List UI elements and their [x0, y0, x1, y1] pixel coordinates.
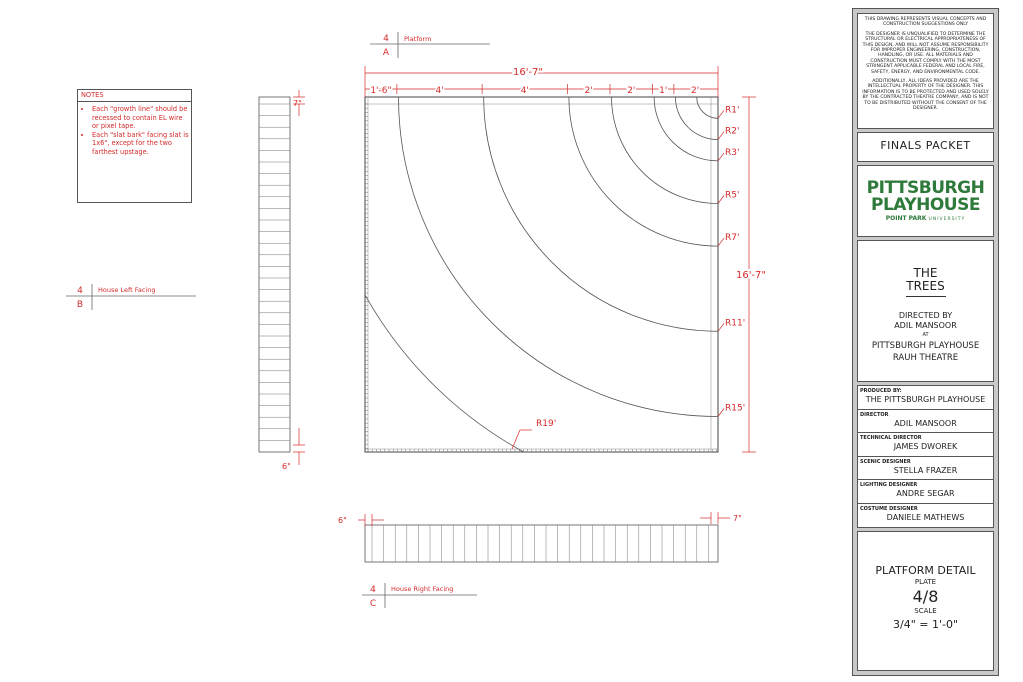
growth-line-arc: [568, 96, 719, 247]
growth-line-arc: [653, 96, 719, 162]
callout-label: House Right Facing: [391, 585, 453, 593]
segment-dimension: 4': [521, 86, 529, 96]
dim-bottom-left: 6": [338, 516, 347, 525]
credit-role: PRODUCED BY:: [860, 388, 902, 394]
callout-letter: B: [77, 300, 83, 310]
credit-name: ANDRE SEGAR: [896, 489, 955, 498]
house-right-elevation: 6" 7": [338, 512, 742, 563]
plate-info: PLATFORM DETAIL PLATE 4/8 SCALE 3/4" = 1…: [857, 531, 994, 671]
note-item: Each "slat bark" facing slat is 1x6", ex…: [92, 131, 191, 157]
callout-number: 4: [77, 286, 83, 296]
packet-title: FINALS PACKET: [857, 132, 994, 162]
callout-house-left: 4 B House Left Facing: [66, 284, 196, 310]
callout-number: 4: [383, 34, 389, 44]
logo-pointpark: POINT PARK: [885, 215, 927, 222]
segment-dimension: 4': [435, 86, 443, 96]
venue-line2: RAUH THEATRE: [892, 353, 959, 363]
segment-dimension: 1': [659, 86, 667, 96]
dim-overall-height: 16'-7": [736, 270, 766, 281]
credit-role: COSTUME DESIGNER: [860, 505, 918, 512]
growth-line-arc: [398, 96, 719, 417]
callout-platform: 4 A Platform: [370, 32, 490, 58]
radius-label: R5': [725, 191, 739, 201]
credit-role: TECHNICAL DIRECTOR: [860, 435, 922, 441]
logo-line1: PITTSBURGH: [866, 178, 985, 198]
segment-dimension: 1'-6": [370, 86, 391, 96]
credit-name: THE PITTSBURGH PLAYHOUSE: [865, 395, 986, 404]
venue-line1: PITTSBURGH PLAYHOUSE: [871, 341, 980, 351]
logo-line3: POINT PARK UNIVERSITY: [886, 215, 966, 222]
director-name: ADIL MANSOOR: [894, 321, 957, 330]
radius-label: R7': [725, 233, 739, 243]
directed-by-label: DIRECTED BY: [898, 311, 953, 320]
show-info: THE TREES DIRECTED BY ADIL MANSOOR AT PI…: [857, 240, 994, 382]
dim-left-top: 7": [293, 99, 302, 108]
segment-dimension: 2': [691, 86, 699, 96]
credit-name: JAMES DWOREK: [893, 442, 958, 451]
credit-row: PRODUCED BY:THE PITTSBURGH PLAYHOUSE: [858, 386, 993, 410]
plate-title: PLATFORM DETAIL: [875, 564, 976, 577]
top-dimensions: [364, 66, 719, 97]
credit-name: STELLA FRAZER: [893, 465, 958, 475]
callout-house-right: 4 C House Right Facing: [362, 583, 477, 609]
right-dimension: [742, 96, 756, 453]
radius-label: R3': [725, 148, 739, 158]
radius-label: R2': [725, 127, 739, 137]
plate-label: PLATE: [914, 578, 937, 586]
dim-overall-width: 16'-7": [513, 67, 543, 78]
credit-role: SCENIC DESIGNER: [860, 458, 911, 465]
scale-label: SCALE: [914, 607, 937, 615]
radius-label: R15': [725, 404, 745, 414]
credits: PRODUCED BY:THE PITTSBURGH PLAYHOUSE DIR…: [857, 385, 994, 528]
callout-letter: C: [370, 599, 376, 609]
credit-name: ADIL MANSOOR: [894, 418, 957, 428]
growth-line-arc: [696, 96, 719, 119]
platform-drawing: 4 A Platform 4 B House Left Facing 4 C H…: [66, 32, 768, 609]
growth-line-arc: [483, 96, 719, 332]
platform-plan: [364, 96, 719, 453]
title-block: THIS DRAWING REPRESENTS VISUAL CONCEPTS …: [852, 8, 999, 676]
scale-value: 3/4" = 1'-0": [892, 618, 959, 631]
credit-role: LIGHTING DESIGNER: [860, 482, 918, 488]
credit-role: DIRECTOR: [860, 411, 889, 418]
logo-university: UNIVERSITY: [928, 217, 966, 222]
at-label: AT: [922, 332, 929, 338]
radius-label: R11': [725, 318, 745, 328]
disclaimer-text: THIS DRAWING REPRESENTS VISUAL CONCEPTS …: [864, 17, 987, 28]
growth-line-arc: [364, 294, 524, 453]
radius-label: R19': [536, 419, 556, 429]
credit-name: DANIELE MATHEWS: [886, 512, 965, 522]
growth-line-arc: [675, 96, 719, 140]
disclaimer-text: ADDITIONALLY, ALL IDEAS PROVIDED ARE THE…: [862, 79, 989, 112]
house-left-elevation: 7" 6": [258, 90, 305, 471]
segment-dimension: 2': [584, 86, 592, 96]
notes-box: NOTES Each "growth line" should be reces…: [77, 89, 192, 203]
callout-number: 4: [370, 585, 376, 595]
playhouse-logo: PITTSBURGH PLAYHOUSE POINT PARK UNIVERSI…: [857, 165, 994, 237]
segment-dimension: 2': [627, 86, 635, 96]
show-title-line1: THE: [913, 266, 938, 280]
callout-label: Platform: [404, 35, 431, 43]
growth-line-arc: [611, 96, 719, 204]
logo-line2: PLAYHOUSE: [871, 195, 980, 215]
show-title: THE TREES: [858, 267, 993, 293]
credit-row: DIRECTOR ADIL MANSOOR: [858, 410, 993, 433]
note-item: Each "growth line" should be recessed to…: [92, 105, 191, 131]
disclaimer: THIS DRAWING REPRESENTS VISUAL CONCEPTS …: [857, 13, 994, 129]
radius-label: R1': [725, 105, 739, 115]
callout-letter: A: [383, 48, 390, 58]
dim-bottom-right: 7": [733, 514, 742, 523]
show-title-line2: TREES: [906, 279, 945, 293]
dim-left-bottom: 6": [282, 462, 291, 471]
callout-label: House Left Facing: [98, 286, 155, 294]
disclaimer-text: THE DESIGNER IS UNQUALIFIED TO DETERMINE…: [862, 31, 989, 75]
plate-number: 4/8: [912, 587, 939, 606]
notes-heading: NOTES: [78, 90, 191, 102]
